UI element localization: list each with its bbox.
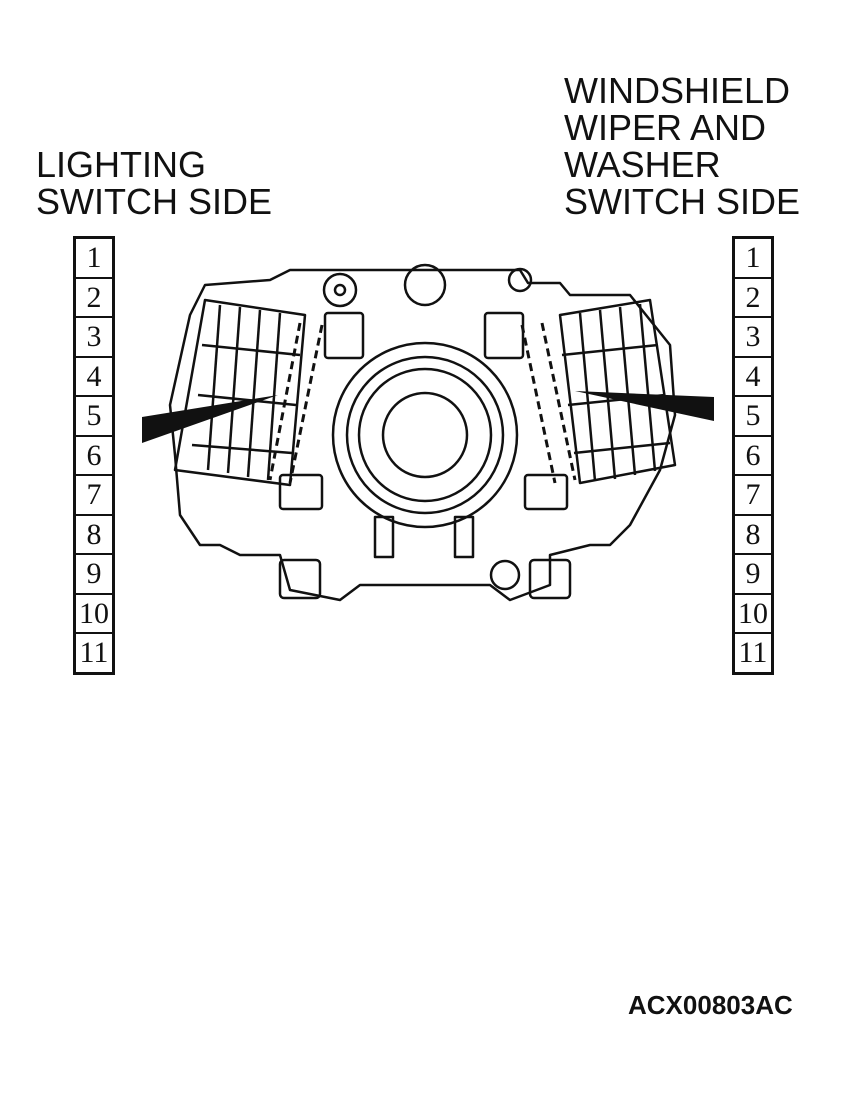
right-terminal-strip: 1 2 3 4 5 6 7 8 9 10 11: [732, 236, 774, 675]
clock-spring-outer: [331, 341, 519, 529]
right-terminal-wire-a: [520, 324, 557, 484]
right-pin-5: 5: [735, 397, 771, 437]
left-pin-8: 8: [76, 516, 112, 555]
right-terminal-wire-b: [540, 322, 577, 481]
left-pin-11: 11: [79, 636, 109, 669]
left-label-line-2: SWITCH SIDE: [36, 181, 273, 222]
left-terminal-wire-b: [288, 324, 324, 484]
left-pin-3: 3: [76, 318, 112, 358]
left-pin-1: 1: [76, 239, 112, 279]
left-pin-6: 6: [76, 437, 112, 476]
left-terminal-wire-a: [268, 322, 302, 481]
wiper-washer-switch-side-label: WINDSHIELD WIPER AND WASHER SWITCH SIDE: [564, 72, 800, 220]
left-label-line-1: LIGHTING: [36, 144, 207, 185]
switch-body-outline: [168, 268, 677, 602]
figure-code: ACX00803AC: [628, 990, 793, 1020]
right-label-line-3: WASHER: [564, 144, 721, 185]
left-pin-7: 7: [76, 476, 112, 516]
left-pointer-wedge: [142, 395, 278, 443]
right-label-line-1: WINDSHIELD: [564, 70, 791, 111]
left-pin-5: 5: [76, 397, 112, 437]
right-pin-4: 4: [735, 358, 771, 397]
right-pin-7: 7: [735, 476, 771, 516]
left-pin-4: 4: [76, 358, 112, 397]
right-pin-11: 11: [738, 636, 768, 669]
right-label-line-2: WIPER AND: [564, 107, 767, 148]
right-pin-2: 2: [735, 279, 771, 318]
right-label-line-4: SWITCH SIDE: [564, 181, 801, 222]
right-pin-6: 6: [735, 437, 771, 476]
right-pin-3: 3: [735, 318, 771, 358]
left-pin-10: 10: [76, 595, 112, 634]
left-pin-9: 9: [76, 555, 112, 595]
combination-switch-drawing: [142, 263, 714, 602]
right-pin-10: 10: [735, 595, 771, 634]
steering-shaft-hole: [381, 391, 469, 479]
left-pin-2: 2: [76, 279, 112, 318]
right-pin-1: 1: [735, 239, 771, 279]
right-pointer-wedge: [575, 391, 714, 421]
lighting-switch-side-label: LIGHTING SWITCH SIDE: [36, 146, 272, 220]
right-pin-8: 8: [735, 516, 771, 555]
right-rib-housing: [558, 298, 677, 485]
left-terminal-strip: 1 2 3 4 5 6 7 8 9 10 11: [73, 236, 115, 675]
right-pin-9: 9: [735, 555, 771, 595]
